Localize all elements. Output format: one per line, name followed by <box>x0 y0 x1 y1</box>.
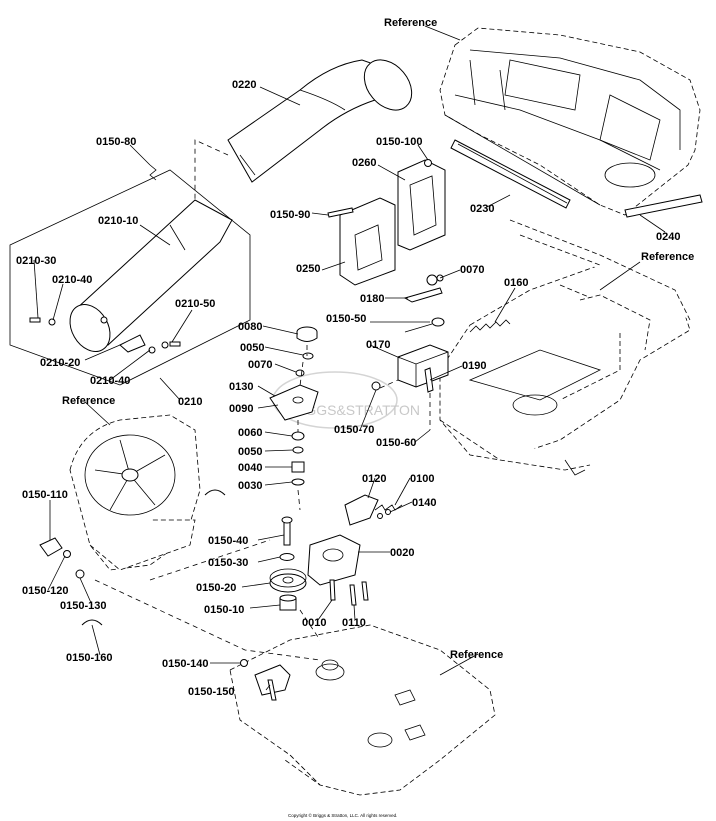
copyright-notice: Copyright © Briggs & Stratton, LLC. All … <box>288 812 397 818</box>
label-0210: 0210 <box>178 396 202 408</box>
part-0250-plate <box>339 197 396 286</box>
part-0210-assembly-frame <box>9 169 251 386</box>
part-0110-bolts <box>349 581 369 606</box>
label-reference-engine: Reference <box>62 395 115 407</box>
part-0150-40-bolt <box>281 516 293 546</box>
label-0120: 0120 <box>362 473 386 485</box>
label-0150-10: 0150-10 <box>204 604 244 616</box>
label-0160: 0160 <box>504 277 528 289</box>
label-0260: 0260 <box>352 157 376 169</box>
label-0150-140: 0150-140 <box>162 658 209 670</box>
chute-hardware <box>29 316 181 354</box>
label-0150-100: 0150-100 <box>376 136 423 148</box>
part-0190-bolt <box>424 367 434 393</box>
watermark-text: BRIGGS&STRATTON <box>282 402 420 418</box>
label-0210-20: 0210-20 <box>40 357 80 369</box>
part-0070-nut-lower <box>295 369 305 377</box>
label-0190: 0190 <box>462 360 486 372</box>
part-0180-bracket <box>403 287 443 303</box>
label-0140: 0140 <box>412 497 436 509</box>
leader-lines <box>33 25 666 691</box>
label-0100: 0100 <box>410 473 434 485</box>
label-0240: 0240 <box>656 231 680 243</box>
label-0090: 0090 <box>229 403 253 415</box>
label-0040: 0040 <box>238 462 262 474</box>
engine-side-hardware <box>39 489 226 626</box>
label-0210-40-lower: 0210-40 <box>90 375 130 387</box>
part-0150-80-spring <box>149 164 157 181</box>
label-0050-upper: 0050 <box>240 342 264 354</box>
label-0050-lower: 0050 <box>238 446 262 458</box>
part-0150-150-bracket <box>254 664 291 701</box>
part-0150-50-eyebolt <box>404 317 445 333</box>
label-0210-10: 0210-10 <box>98 215 138 227</box>
part-0150-70-washer <box>371 381 381 391</box>
label-0070-lower: 0070 <box>248 359 272 371</box>
label-0150-160: 0150-160 <box>66 652 113 664</box>
part-0120-bracket <box>344 494 379 526</box>
label-0070-upper: 0070 <box>460 264 484 276</box>
label-reference-seat: Reference <box>384 17 437 29</box>
part-0240-strip <box>624 194 703 218</box>
engine-reference <box>69 414 201 571</box>
label-0020: 0020 <box>390 547 414 559</box>
label-0060: 0060 <box>238 427 262 439</box>
part-0050-washer <box>292 446 304 454</box>
part-0010-bolt <box>329 579 336 601</box>
part-0050-washer-top <box>302 352 314 360</box>
label-reference-frame: Reference <box>641 251 694 263</box>
deck-reference <box>229 624 496 796</box>
label-0150-150: 0150-150 <box>188 686 235 698</box>
label-0110: 0110 <box>342 617 366 629</box>
callout-labels: Reference 0220 0150-80 0150-100 0260 023… <box>16 17 694 698</box>
label-0150-90: 0150-90 <box>270 209 310 221</box>
label-0150-30: 0150-30 <box>208 557 248 569</box>
part-0030-washer <box>291 478 305 486</box>
label-0210-30: 0210-30 <box>16 255 56 267</box>
label-0230: 0230 <box>470 203 494 215</box>
part-0080-knob <box>296 326 318 342</box>
part-0150-140-nut <box>240 659 248 667</box>
part-0160-spring <box>469 319 511 333</box>
part-0150-100-nut <box>424 159 432 167</box>
part-0140-nuts <box>377 509 391 519</box>
label-reference-deck: Reference <box>450 649 503 661</box>
label-0030: 0030 <box>238 480 262 492</box>
frame-reference <box>439 219 691 476</box>
label-0180: 0180 <box>360 293 384 305</box>
label-0150-60: 0150-60 <box>376 437 416 449</box>
label-0150-40: 0150-40 <box>208 535 248 547</box>
seat-reference <box>439 27 701 216</box>
part-0230-strip <box>450 139 571 209</box>
part-0060-washer <box>291 431 305 441</box>
part-0150-10-bushing <box>279 594 297 611</box>
label-0150-70: 0150-70 <box>334 424 374 436</box>
part-0220-pipe <box>227 59 413 183</box>
part-0090-plate <box>269 384 319 421</box>
label-0150-20: 0150-20 <box>196 582 236 594</box>
label-0220: 0220 <box>232 79 256 91</box>
label-0210-50: 0210-50 <box>175 298 215 310</box>
label-0130: 0130 <box>229 381 253 393</box>
label-0170: 0170 <box>366 339 390 351</box>
label-0150-80: 0150-80 <box>96 136 136 148</box>
part-0150-30-washer <box>279 553 295 561</box>
label-0150-130: 0150-130 <box>60 600 107 612</box>
label-0250: 0250 <box>296 263 320 275</box>
part-0020-bracket <box>307 534 361 586</box>
label-0010: 0010 <box>302 617 326 629</box>
label-0150-110: 0150-110 <box>22 489 68 501</box>
label-0150-50: 0150-50 <box>326 313 366 325</box>
part-0150-20-pulley <box>269 568 307 593</box>
part-0040-spacer <box>291 461 305 473</box>
label-0150-120: 0150-120 <box>22 585 69 597</box>
label-0080: 0080 <box>238 321 262 333</box>
label-0210-40-upper: 0210-40 <box>52 274 92 286</box>
part-0150-90-bolt <box>327 207 354 218</box>
part-0260-plate <box>397 159 446 251</box>
part-0070-nut <box>426 274 444 286</box>
